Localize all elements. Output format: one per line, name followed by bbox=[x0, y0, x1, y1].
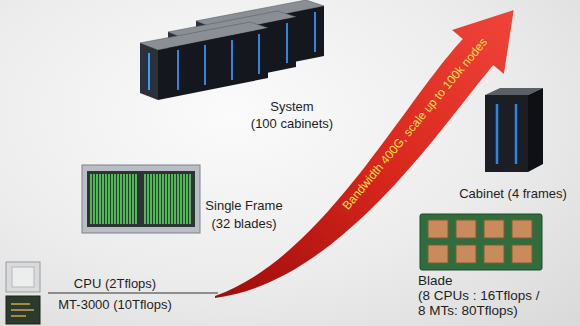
divider-line bbox=[48, 292, 218, 293]
system-label: System bbox=[270, 99, 313, 115]
heatsink bbox=[428, 245, 448, 263]
frame-chassis bbox=[82, 165, 200, 233]
frame-detail: (32 blades) bbox=[211, 216, 276, 232]
chip-marking bbox=[11, 315, 26, 317]
mt-label-box: MT-3000 (10Tflops) bbox=[58, 297, 171, 313]
blade-label-box: Blade bbox=[418, 273, 453, 288]
frame-blades bbox=[144, 174, 192, 224]
frame-label: Single Frame bbox=[205, 198, 282, 214]
heatsink bbox=[456, 245, 476, 263]
cabinet-row bbox=[140, 22, 268, 100]
heatsink bbox=[484, 245, 504, 263]
cabinet-light bbox=[496, 104, 499, 164]
system-detail: (100 cabinets) bbox=[251, 116, 333, 132]
cpu-chip-lid bbox=[12, 267, 34, 287]
cabinet-light bbox=[515, 104, 518, 164]
cabinet-front bbox=[485, 95, 528, 172]
frame-blades bbox=[90, 174, 138, 224]
system-detail-box: (100 cabinets) bbox=[251, 116, 333, 132]
cabinet-label: Cabinet (4 frames) bbox=[459, 186, 567, 202]
growth-arrow bbox=[215, 10, 514, 298]
cabinet-side bbox=[528, 88, 543, 172]
chip-marking bbox=[11, 303, 30, 305]
cpu-label-box: CPU (2Tflops) bbox=[74, 276, 156, 292]
mt-chip bbox=[6, 296, 40, 324]
frame-detail-box: (32 blades) bbox=[211, 216, 276, 232]
heatsink bbox=[484, 220, 504, 238]
mt-label: MT-3000 (10Tflops) bbox=[58, 297, 171, 313]
blade-detail: (8 CPUs : 16Tflops / 8 MTs: 80Tflops) bbox=[418, 288, 546, 318]
heatsink bbox=[512, 220, 532, 238]
frame-label-box: Single Frame bbox=[205, 198, 282, 214]
cabinet-label-box: Cabinet (4 frames) bbox=[459, 186, 567, 202]
blade-label: Blade bbox=[418, 273, 453, 288]
heatsink bbox=[428, 220, 448, 238]
chip-marking bbox=[11, 309, 34, 311]
cpu-chip bbox=[6, 262, 40, 292]
blade-board bbox=[420, 214, 542, 270]
heatsink bbox=[512, 245, 532, 263]
blade-detail-box: (8 CPUs : 16Tflops / 8 MTs: 80Tflops) bbox=[418, 288, 546, 318]
cpu-label: CPU (2Tflops) bbox=[74, 276, 156, 292]
system-label-box: System bbox=[270, 99, 313, 115]
frame-inner bbox=[87, 171, 195, 227]
heatsink bbox=[456, 220, 476, 238]
